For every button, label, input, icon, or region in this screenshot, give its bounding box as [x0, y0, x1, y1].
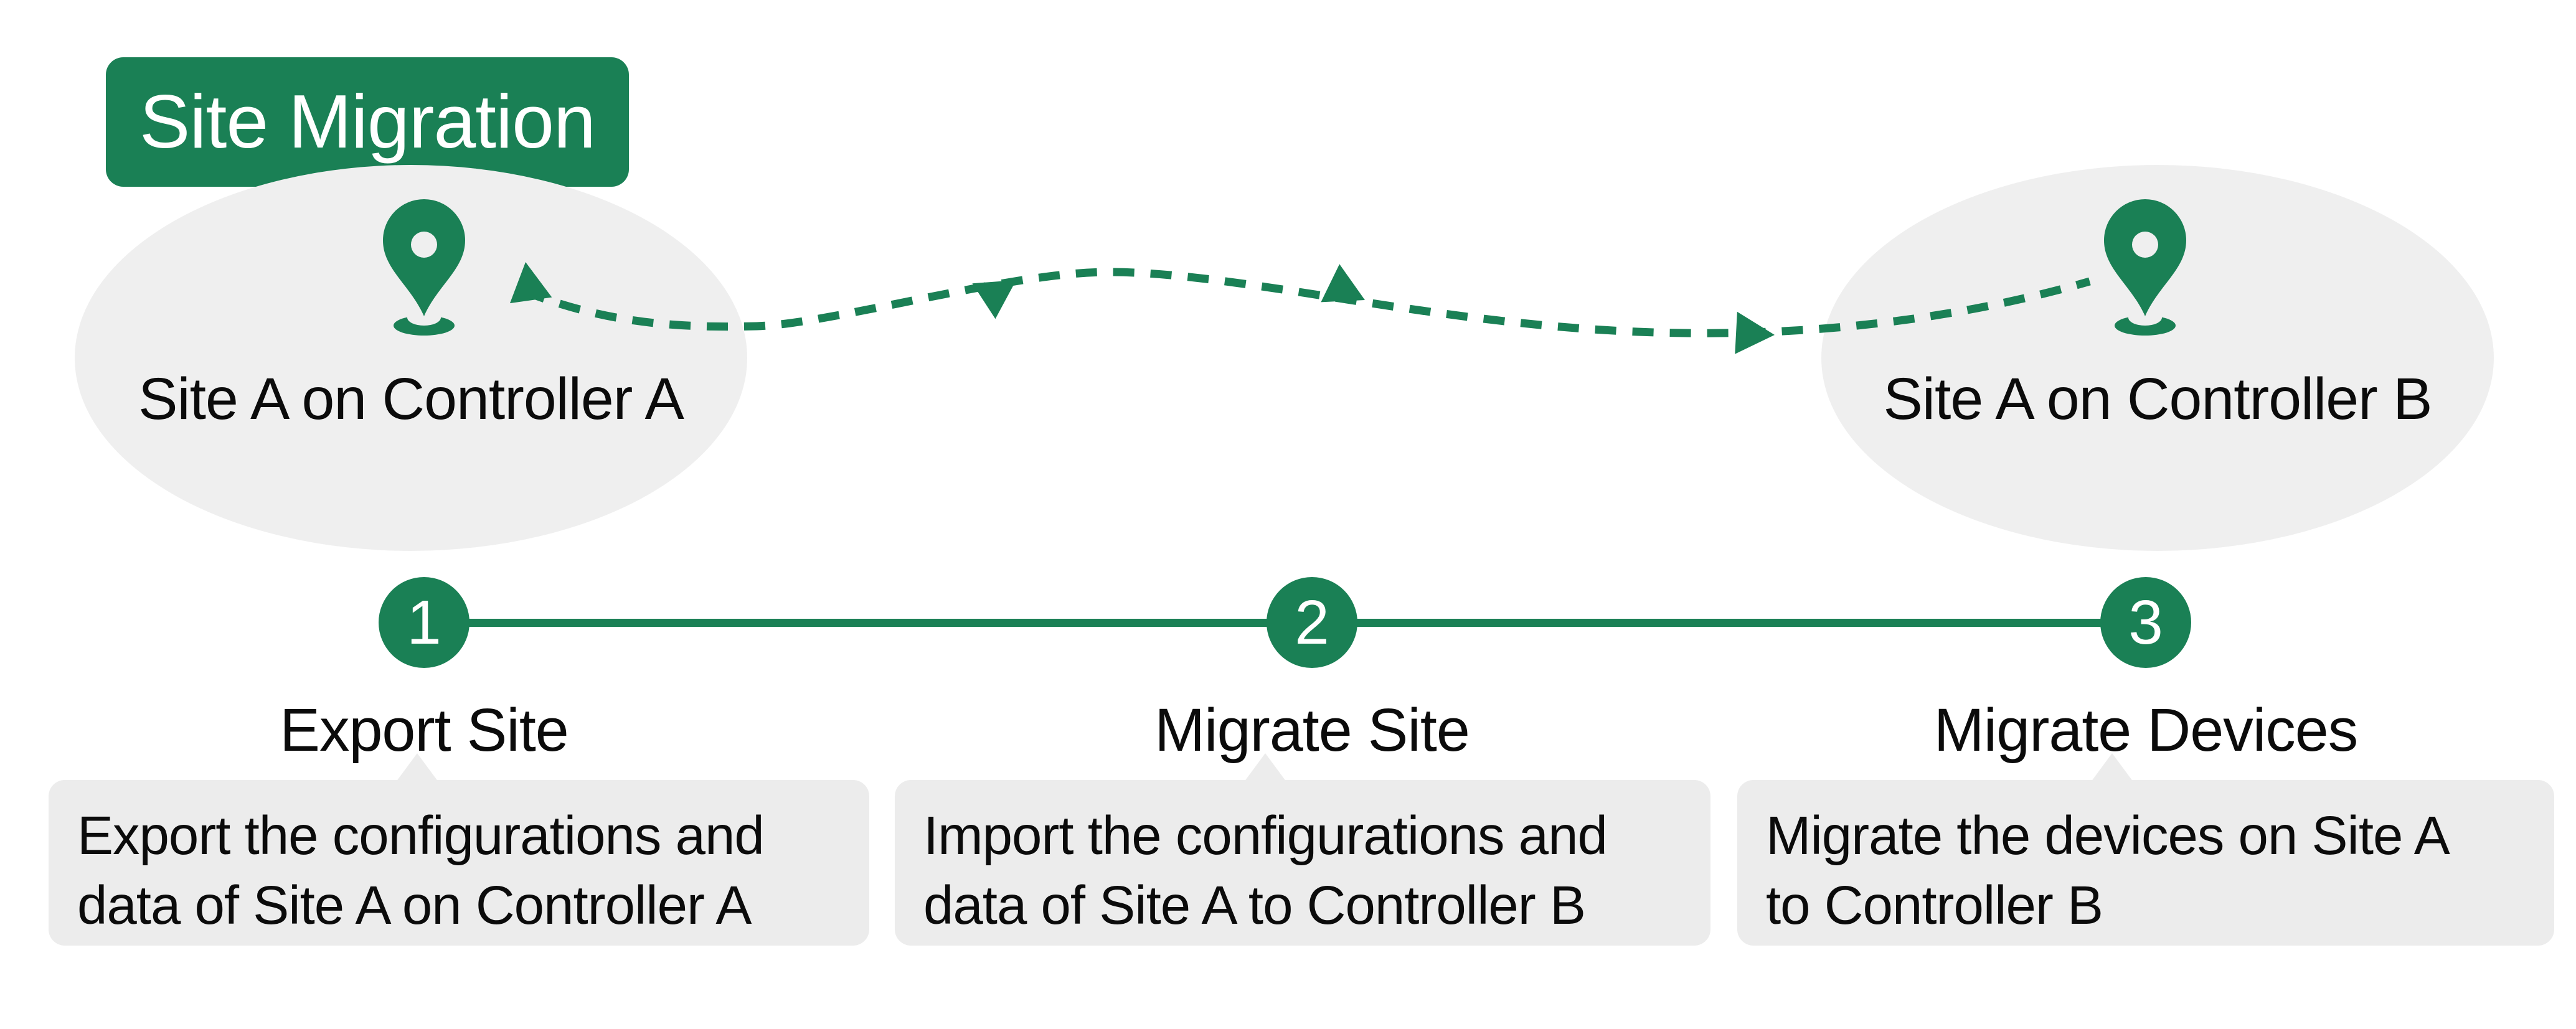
arrowhead-icon	[972, 280, 1016, 319]
step-circle-1: 1	[379, 577, 469, 668]
step-description-box-3: Migrate the devices on Site A to Control…	[1737, 780, 2554, 946]
diagram-title-badge: Site Migration	[106, 57, 629, 187]
step-number: 1	[407, 587, 441, 657]
description-line: Migrate the devices on Site A	[1766, 806, 2450, 866]
description-line: data of Site A to Controller B	[923, 875, 1586, 936]
step-circle-3: 3	[2100, 577, 2191, 668]
description-box-tail	[396, 753, 438, 782]
site-a-controller-b-ellipse	[1821, 165, 2494, 551]
step-label-migrate-site: Migrate Site	[1154, 696, 1470, 764]
step-description-box-2: Import the configurations and data of Si…	[895, 780, 1710, 946]
description-line: Export the configurations and	[77, 806, 765, 866]
site-label-controller-a: Site A on Controller A	[138, 366, 684, 432]
arrowhead-icon	[1321, 264, 1365, 303]
description-line: Import the configurations and	[923, 806, 1608, 866]
description-line: to Controller B	[1766, 875, 2103, 936]
description-line: data of Site A on Controller A	[77, 875, 752, 936]
description-box-tail	[1244, 753, 1286, 782]
step-number: 3	[2128, 587, 2163, 657]
step-number: 2	[1295, 587, 1329, 657]
step-label-export-site: Export Site	[280, 696, 569, 764]
arrowhead-icon	[1735, 311, 1775, 354]
site-label-controller-b: Site A on Controller B	[1883, 366, 2432, 432]
step-label-migrate-devices: Migrate Devices	[1933, 696, 2358, 764]
site-a-controller-a-ellipse	[75, 165, 747, 551]
description-box-tail	[2091, 753, 2133, 782]
step-description-box-1: Export the configurations and data of Si…	[49, 780, 869, 946]
step-circle-2: 2	[1267, 577, 1357, 668]
